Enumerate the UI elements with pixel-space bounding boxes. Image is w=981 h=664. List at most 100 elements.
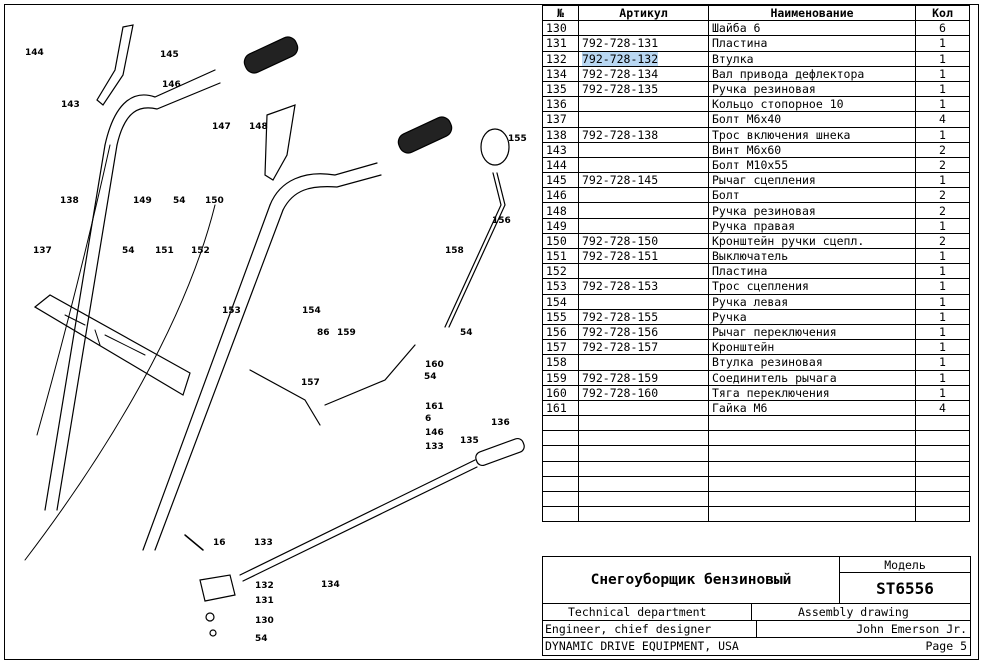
left-lever <box>264 104 296 181</box>
cell-qty: 2 <box>915 232 970 250</box>
department: Technical department <box>568 605 707 619</box>
product-title: Снегоуборщик бензиновый <box>543 557 840 604</box>
empty-row <box>542 475 970 493</box>
callout-151: 151 <box>155 246 174 256</box>
callout-137: 137 <box>33 246 52 256</box>
cell-qty: 1 <box>915 96 970 113</box>
cell-name: Кольцо стопорное 10 <box>708 96 916 113</box>
cell-article: 792-728-132 <box>578 50 709 67</box>
callout-16: 16 <box>213 538 226 548</box>
cell-name: Винт М6х60 <box>708 141 916 158</box>
cell-num: 151 <box>542 247 579 265</box>
cell-article <box>578 141 709 158</box>
cable-153 <box>24 204 216 561</box>
cell-name: Ручка правая <box>708 217 916 234</box>
cell-qty: 4 <box>915 399 970 417</box>
callout-160: 160 <box>425 360 444 370</box>
callout-132: 132 <box>255 581 274 591</box>
cell-qty: 1 <box>915 50 970 67</box>
callout-149: 149 <box>133 196 152 206</box>
cell-num: 149 <box>542 217 579 234</box>
knob-155 <box>480 128 510 166</box>
plate-152 <box>33 294 191 396</box>
callout-138: 138 <box>60 196 79 206</box>
cell-article: 792-728-155 <box>578 308 709 325</box>
cell-qty: 1 <box>915 278 970 295</box>
callout-147: 147 <box>212 122 231 132</box>
cell-article: 792-728-135 <box>578 80 709 98</box>
sheet-frame <box>4 4 979 660</box>
cell-name: Тяга переключения <box>708 384 916 401</box>
callout-146: 146 <box>162 80 181 90</box>
cell-name: Рычаг переключения <box>708 323 916 341</box>
cell-name: Выключатель <box>708 247 916 265</box>
grip-148-a <box>243 36 299 74</box>
cell-article: 792-728-156 <box>578 323 709 341</box>
company-name: DYNAMIC DRIVE EQUIPMENT, USA <box>545 639 739 653</box>
cell-name: Трос включения шнека <box>708 126 916 143</box>
table-header-row: № Артикул Наименование Кол <box>542 4 970 22</box>
callout-54a: 54 <box>173 196 186 206</box>
cell-num: 159 <box>542 369 579 386</box>
cell-qty: 1 <box>915 247 970 265</box>
cell-article <box>578 217 709 234</box>
cell-name: Болт <box>708 187 916 204</box>
cell-article: 792-728-131 <box>578 35 709 52</box>
cell-num: 156 <box>542 323 579 341</box>
cell-name: Кронштейн ручки сцепл. <box>708 232 916 250</box>
cell-num: 160 <box>542 384 579 401</box>
cell-article: 792-728-151 <box>578 247 709 265</box>
callout-54e: 54 <box>255 634 268 644</box>
bracket-157 <box>249 369 321 426</box>
cell-qty: 1 <box>915 172 970 189</box>
cell-num: 131 <box>542 35 579 52</box>
callout-153: 153 <box>222 306 241 316</box>
cell-article <box>578 111 709 128</box>
cell-name: Пластина <box>708 263 916 280</box>
header-name: Наименование <box>708 4 916 22</box>
cell-qty: 2 <box>915 156 970 174</box>
callout-54d: 54 <box>424 372 437 382</box>
header-qty: Кол <box>915 4 970 22</box>
cell-num: 161 <box>542 399 579 417</box>
cell-num: 134 <box>542 65 579 82</box>
assembly-drawing: 144 145 146 143 147 148 138 149 54 150 1… <box>5 5 538 655</box>
cell-qty: 4 <box>915 111 970 128</box>
selected-article: 792-728-132 <box>582 51 659 66</box>
page-number: Page 5 <box>925 639 967 653</box>
callout-159: 159 <box>337 328 356 338</box>
callout-6: 6 <box>425 414 431 424</box>
left-handle-top <box>269 162 382 211</box>
cell-qty: 1 <box>915 35 970 52</box>
cell-num: 150 <box>542 232 579 250</box>
cell-num: 155 <box>542 308 579 325</box>
cell-qty: 1 <box>915 65 970 82</box>
cable-138 <box>36 144 111 436</box>
cell-num: 136 <box>542 96 579 113</box>
cell-article <box>578 156 709 174</box>
callout-133a: 133 <box>425 442 444 452</box>
cell-qty: 1 <box>915 293 970 310</box>
cell-name: Ручка резиновая <box>708 80 916 98</box>
cell-num: 138 <box>542 126 579 143</box>
cell-qty: 1 <box>915 126 970 143</box>
callout-146b: 146 <box>425 428 444 438</box>
cell-article <box>578 399 709 417</box>
shift-lever-156 <box>444 172 506 328</box>
cell-name: Вал привода дефлектора <box>708 65 916 82</box>
cell-qty: 1 <box>915 217 970 234</box>
callout-143: 143 <box>61 100 80 110</box>
cell-name: Ручка резиновая <box>708 202 916 219</box>
cell-num: 144 <box>542 156 579 174</box>
cell-qty: 1 <box>915 263 970 280</box>
